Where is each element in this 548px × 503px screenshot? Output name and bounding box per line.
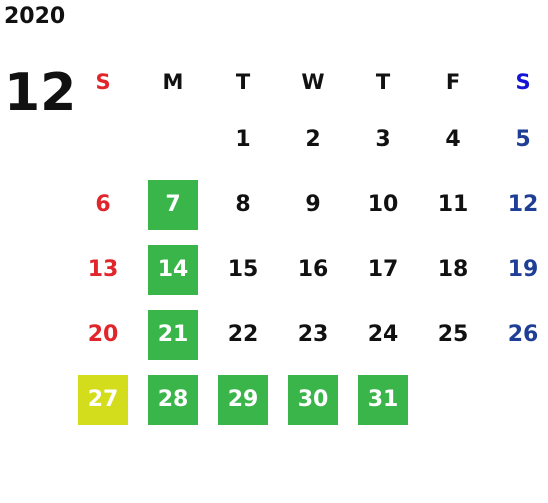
- day-cell[interactable]: 16: [297, 257, 329, 282]
- day-cell[interactable]: 23: [297, 322, 329, 347]
- highlight-yellow: 27: [78, 374, 128, 425]
- day-cell-sunday[interactable]: 20: [87, 322, 119, 347]
- day-cell[interactable]: 24: [367, 322, 399, 347]
- day-cell[interactable]: 11: [437, 192, 469, 217]
- day-cell-saturday[interactable]: 26: [507, 322, 539, 347]
- day-cell-saturday[interactable]: 5: [515, 127, 531, 152]
- weekday-header-saturday: S: [515, 69, 531, 94]
- weekday-header-wednesday: W: [301, 69, 325, 94]
- day-cell-sunday[interactable]: 13: [87, 257, 119, 282]
- day-cell[interactable]: 22: [227, 322, 259, 347]
- day-cell[interactable]: 25: [437, 322, 469, 347]
- day-cell[interactable]: 4: [445, 127, 461, 152]
- highlight-green: 28: [148, 374, 198, 425]
- day-cell[interactable]: 15: [227, 257, 259, 282]
- day-cell[interactable]: 17: [367, 257, 399, 282]
- year-label: 2020: [4, 4, 66, 29]
- day-cell-highlighted[interactable]: 7: [138, 172, 208, 237]
- weekday-header-sunday: S: [95, 69, 111, 94]
- day-cell-empty: [418, 367, 488, 432]
- day-cell-empty: [488, 367, 548, 432]
- highlight-green: 30: [288, 374, 338, 425]
- weekday-header-friday: F: [445, 69, 461, 94]
- day-cell[interactable]: 3: [375, 127, 391, 152]
- calendar-grid: S M T W T F S 1 2 3 4 5 6 7 8 9 10 11 12…: [68, 56, 548, 432]
- day-cell-highlighted[interactable]: 30: [278, 367, 348, 432]
- day-cell[interactable]: 8: [235, 192, 251, 217]
- highlight-green: 31: [358, 374, 408, 425]
- day-cell[interactable]: 2: [305, 127, 321, 152]
- day-cell[interactable]: 18: [437, 257, 469, 282]
- day-cell-highlighted[interactable]: 28: [138, 367, 208, 432]
- highlight-green: 14: [148, 244, 198, 295]
- day-cell[interactable]: 1: [235, 127, 251, 152]
- day-cell-empty: [138, 107, 208, 172]
- month-label: 12: [4, 63, 77, 123]
- day-cell-highlighted[interactable]: 29: [208, 367, 278, 432]
- day-cell-sunday[interactable]: 6: [95, 192, 111, 217]
- day-cell-empty: [68, 107, 138, 172]
- day-cell[interactable]: 10: [367, 192, 399, 217]
- day-cell[interactable]: 9: [305, 192, 321, 217]
- weekday-header-monday: M: [162, 69, 184, 94]
- highlight-green: 21: [148, 309, 198, 360]
- highlight-green: 29: [218, 374, 268, 425]
- day-cell-saturday[interactable]: 12: [507, 192, 539, 217]
- day-cell-saturday[interactable]: 19: [507, 257, 539, 282]
- weekday-header-tuesday: T: [235, 69, 251, 94]
- day-cell-highlighted[interactable]: 27: [68, 367, 138, 432]
- day-cell-highlighted[interactable]: 31: [348, 367, 418, 432]
- day-cell-highlighted[interactable]: 21: [138, 302, 208, 367]
- highlight-green: 7: [148, 179, 198, 230]
- day-cell-highlighted[interactable]: 14: [138, 237, 208, 302]
- weekday-header-thursday: T: [375, 69, 391, 94]
